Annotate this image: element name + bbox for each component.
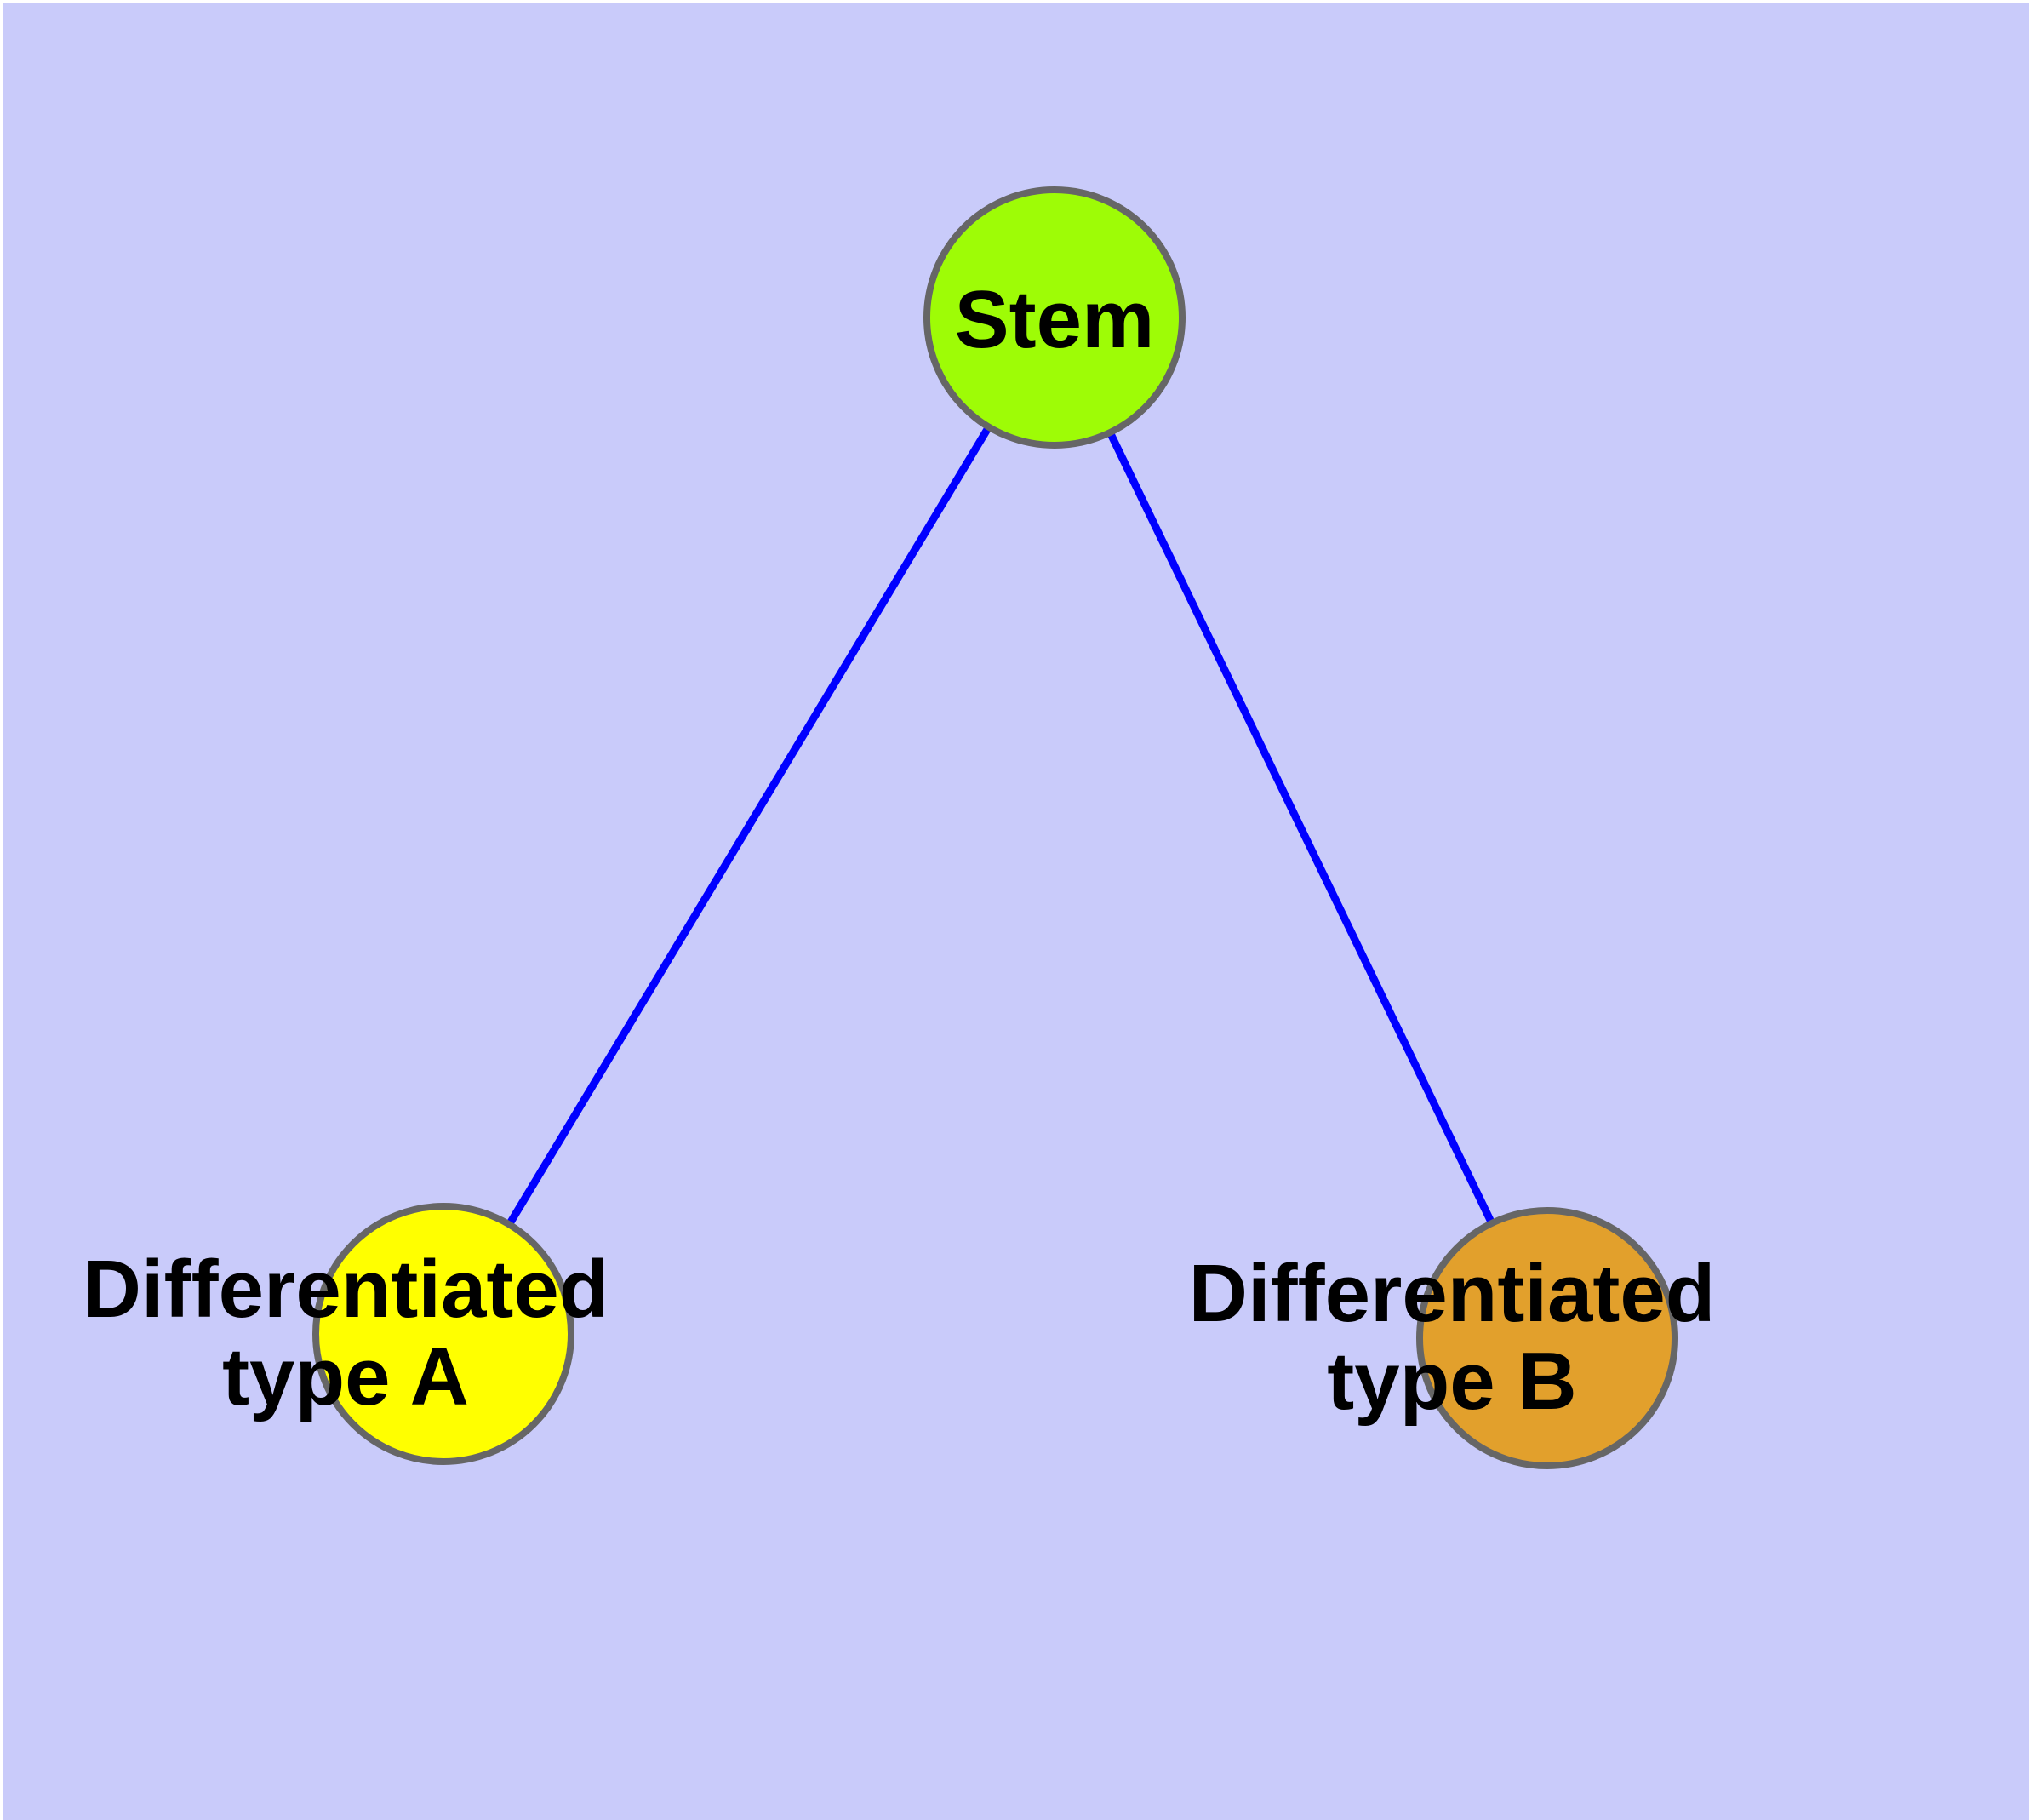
node-label-line: Differentiated [1189, 1248, 1716, 1339]
node-label-line: type A [222, 1331, 469, 1422]
node-diff-a[interactable] [312, 1203, 574, 1465]
node-diff-b[interactable] [1416, 1207, 1678, 1469]
edge-stem-to-diff-b [1106, 431, 1495, 1225]
node-label-stem: Stem [955, 274, 1155, 365]
edges-layer [506, 425, 1495, 1227]
node-label-line: Differentiated [83, 1244, 609, 1335]
edge-stem-to-diff-a [506, 425, 992, 1227]
node-label-line: type B [1327, 1336, 1576, 1427]
node-label-line: Stem [955, 274, 1155, 365]
node-stem[interactable] [923, 186, 1186, 449]
nodes-layer [312, 186, 1678, 1469]
